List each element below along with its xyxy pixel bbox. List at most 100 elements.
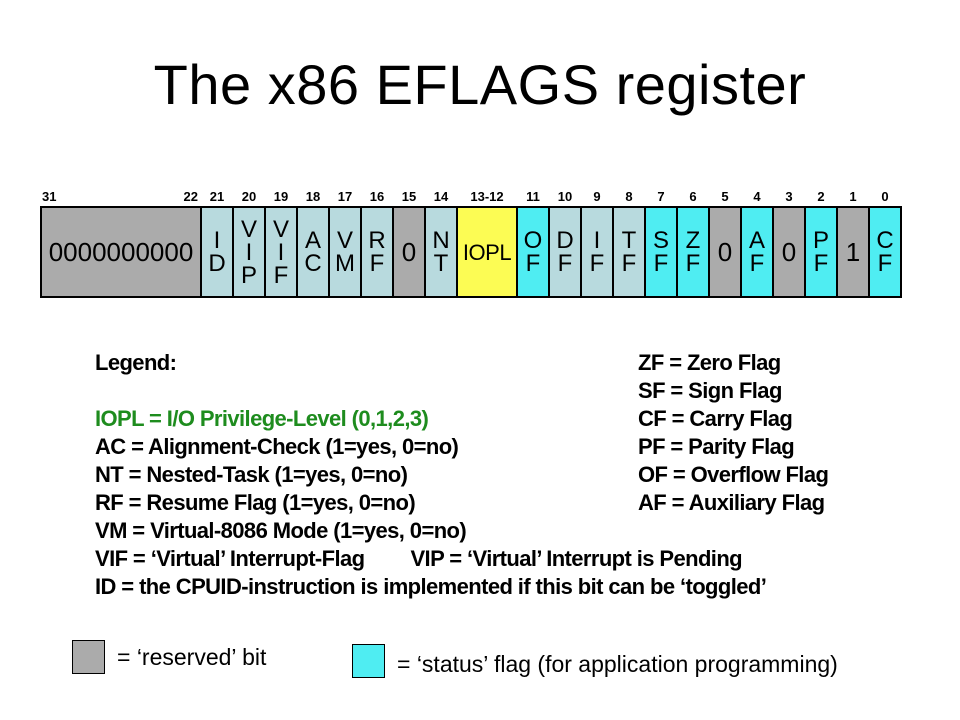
field-letter: P [240, 261, 257, 289]
status-flag-key: = ‘status’ flag (for application program… [352, 643, 838, 678]
bit-number-label: 7 [657, 189, 665, 204]
legend-left-lines: IOPL = I/O Privilege-Level (0,1,2,3)AC =… [95, 406, 767, 602]
legend-line-text: RF = Resume Flag (1=yes, 0=no) [95, 490, 416, 515]
field-letter: I [277, 238, 285, 266]
bit-number-label: 1 [849, 189, 857, 204]
bit-number-label: 3 [785, 189, 793, 204]
page-title: The x86 EFLAGS register [153, 53, 807, 116]
field-letter: V [240, 215, 257, 243]
register-field-0000000000: 0000000000 [40, 206, 202, 298]
register-field-IOPL: IOPL [456, 206, 518, 298]
field-letter: R [368, 227, 386, 254]
legend-line: RF = Resume Flag (1=yes, 0=no) [95, 490, 766, 518]
field-letter: T [621, 227, 637, 254]
legend-left-column: Legend: IOPL = I/O Privilege-Level (0,1,… [95, 350, 767, 602]
legend-line-text: AC = Alignment-Check (1=yes, 0=no) [95, 434, 459, 459]
bit-number-label: 14 [433, 189, 449, 204]
register-field-0: 0 [708, 206, 742, 298]
bit-number-label: 18 [305, 189, 321, 204]
field-letter: A [304, 227, 321, 254]
bit-number-label: 2 [817, 189, 825, 204]
field-letter: F [557, 250, 573, 277]
field-letter: P [812, 227, 829, 254]
field-letter: V [336, 227, 353, 254]
bit-number-label: 8 [625, 189, 633, 204]
reserved-key-label: = ‘reserved’ bit [117, 643, 267, 670]
field-letter: D [556, 227, 574, 254]
bit-number-label: 10 [557, 189, 573, 204]
field-letter: A [748, 227, 765, 254]
register-field-0: 0 [392, 206, 426, 298]
legend-heading: Legend: [95, 350, 177, 375]
reserved-swatch [72, 640, 105, 674]
field-letter: F [877, 250, 893, 277]
legend-line: NT = Nested-Task (1=yes, 0=no) [95, 462, 766, 490]
legend-line: ID = the CPUID-instruction is implemente… [95, 574, 767, 602]
field-letter: F [369, 250, 385, 277]
field-letter: I [213, 227, 221, 254]
bit-number-label: 19 [273, 189, 289, 204]
field-letter: M [335, 250, 355, 277]
legend-line-text: VM = Virtual-8086 Mode (1=yes, 0=no) [95, 518, 467, 543]
field-letter: F [653, 250, 669, 277]
bit-number-label: 4 [753, 189, 761, 204]
bit-number-31: 31 [42, 189, 57, 204]
register-field-0: 0 [772, 206, 806, 298]
field-letter: N [432, 227, 450, 254]
bit-number-label: 13-12 [470, 189, 504, 204]
field-letter: F [273, 261, 289, 289]
legend-line: VM = Virtual-8086 Mode (1=yes, 0=no) [95, 518, 766, 546]
bit-number-label: 0 [881, 189, 889, 204]
field-letter: S [652, 227, 669, 254]
legend-line: AC = Alignment-Check (1=yes, 0=no) [95, 434, 766, 462]
field-letter: C [876, 227, 894, 254]
bit-number-label: 6 [689, 189, 697, 204]
bit-number-label: 9 [593, 189, 601, 204]
legend-line: PF = Parity Flag [638, 434, 795, 459]
field-letter: I [245, 238, 253, 266]
field-letter: T [433, 250, 449, 277]
bit-number-label: 15 [401, 189, 417, 204]
field-letter: F [589, 250, 605, 277]
field-letter: O [523, 227, 543, 254]
bit-number-label: 11 [526, 189, 540, 204]
bit-number-label: 5 [721, 189, 729, 204]
legend-line: IOPL = I/O Privilege-Level (0,1,2,3) [95, 406, 766, 434]
register-field-1: 1 [836, 206, 870, 298]
field-letter: Z [685, 227, 701, 254]
field-letter: D [208, 250, 226, 277]
legend-line: SF = Sign Flag [638, 378, 782, 403]
field-letter: F [749, 250, 765, 277]
bit-number-label: 21 [209, 189, 225, 204]
